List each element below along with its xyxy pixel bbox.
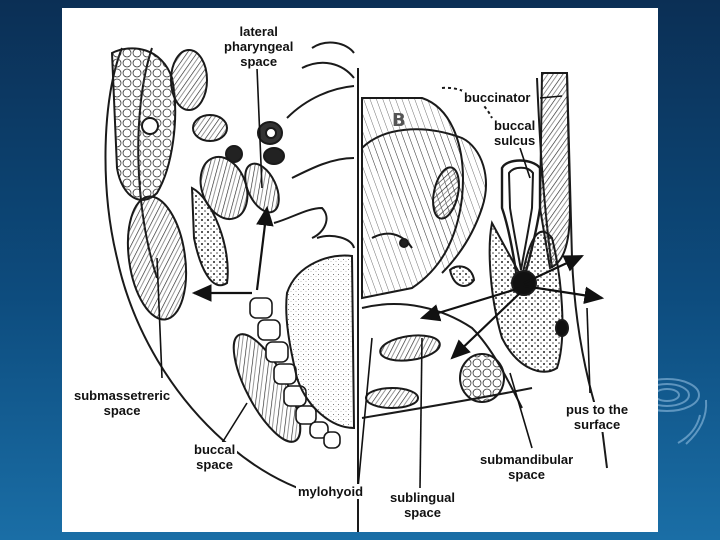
anatomy-diagram: B lateral pharyngeal space buccinator bu… <box>62 8 658 532</box>
label-mylohyoid: mylohyoid <box>296 484 365 499</box>
label-lateral-pharyngeal-space: lateral pharyngeal space <box>222 24 295 69</box>
label-submassetreric-space: submassetreric space <box>72 388 172 418</box>
label-pus-to-the-surface: pus to the surface <box>564 402 630 432</box>
label-buccinator: buccinator <box>462 90 532 105</box>
left-section <box>106 43 354 496</box>
label-buccal-sulcus: buccal sulcus <box>492 118 537 148</box>
label-sublingual-space: sublingual space <box>388 490 457 520</box>
label-buccal-space: buccal space <box>192 442 237 472</box>
label-submandibular-space: submandibular space <box>478 452 575 482</box>
section-letter-B: B <box>392 110 406 131</box>
